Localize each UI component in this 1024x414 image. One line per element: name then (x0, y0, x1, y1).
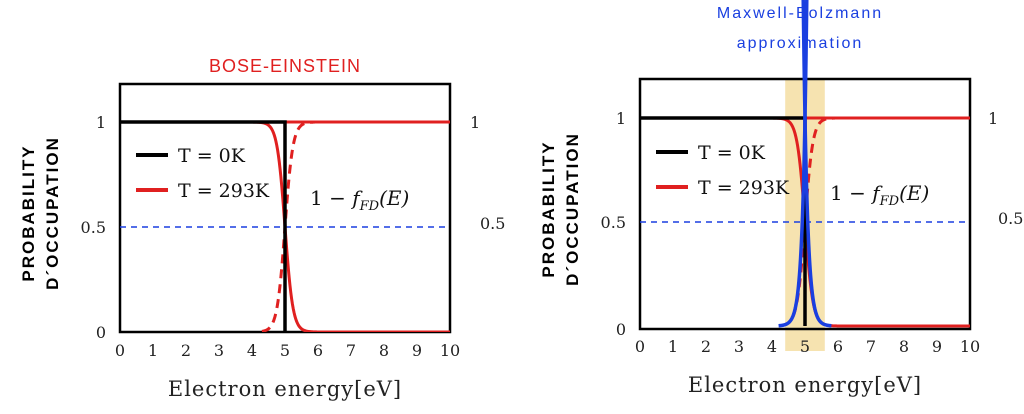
p1-x-tick-label: 10 (440, 341, 460, 360)
p1-x-tick-label: 0 (115, 341, 125, 360)
p2-right-label-1: 1 (988, 109, 998, 128)
p2-legend-label-1: T = 293K (698, 177, 790, 199)
p1-x-tick-label: 9 (412, 341, 422, 360)
p2-y-axis-label-line1: PROBABILITY (539, 140, 558, 277)
p2-right-label-05: 0.5 (998, 209, 1023, 228)
p1-x-tick-label: 8 (379, 341, 389, 360)
p1-series-group (120, 120, 450, 332)
p2-x-axis-label: Electron energy[eV] (688, 373, 922, 397)
p2-x-tick-label: 2 (701, 337, 711, 356)
p2-y-tick-label: 0.5 (601, 213, 626, 232)
p1-x-tick-label: 2 (181, 341, 191, 360)
p2-series-5-line (778, 0, 809, 328)
p1-y-tick-label: 0.5 (81, 218, 106, 237)
p2-y-tick-label: 1 (616, 109, 626, 128)
p2-y-axis-label-line2: D´OCCUPATION (563, 132, 582, 286)
p1-y-tick-label: 0 (96, 323, 106, 342)
p2-x-tick-label: 1 (668, 337, 678, 356)
p1-x-axis-label: Electron energy[eV] (168, 377, 402, 401)
p1-right-label-05: 0.5 (480, 214, 505, 233)
p1-chart-title: BOSE-EINSTEIN (209, 56, 361, 76)
p1-y-tick-label: 1 (96, 113, 106, 132)
p1-annotation-1-minus-fFD: 1 − fFD(E) (310, 186, 409, 214)
p2-chart-title-line2: approximation (737, 35, 864, 52)
p1-legend-label-1: T = 293K (178, 180, 270, 202)
p2-x-tick-label: 3 (734, 337, 744, 356)
p2-annotation-1-minus-fFD: 1 − fFD(E) (830, 181, 929, 209)
p2-x-tick-label: 7 (866, 337, 876, 356)
p2-x-tick-label: 0 (635, 337, 645, 356)
p1-x-tick-label: 3 (214, 341, 224, 360)
p2-x-tick-label: 4 (767, 337, 777, 356)
p2-x-tick-label: 6 (833, 337, 843, 356)
p1-right-label-1: 1 (470, 113, 480, 132)
p2-legend-label-0: T = 0K (698, 142, 766, 164)
p2-chart-title-line1: Maxwell-Bolzmann (717, 5, 883, 22)
p1-y-axis-label-line2: D´OCCUPATION (43, 136, 62, 290)
p2-x-tick-label: 5 (800, 337, 810, 356)
p2-x-tick-label: 10 (960, 337, 980, 356)
p1-x-tick-label: 6 (313, 341, 323, 360)
p1-x-tick-label: 1 (148, 341, 158, 360)
p1-legend-label-0: T = 0K (178, 145, 246, 167)
p1-y-axis-label-line1: PROBABILITY (19, 144, 38, 281)
p1-series-2-line (261, 120, 315, 332)
p2-y-tick-label: 0 (616, 320, 626, 339)
p2-x-tick-label: 9 (932, 337, 942, 356)
p2-x-tick-label: 8 (899, 337, 909, 356)
p1-x-tick-label: 4 (247, 341, 257, 360)
p1-x-tick-label: 5 (280, 341, 290, 360)
p2-series-4-line (801, 0, 832, 328)
p1-series-0-line (120, 120, 287, 332)
p1-x-tick-label: 7 (346, 341, 356, 360)
